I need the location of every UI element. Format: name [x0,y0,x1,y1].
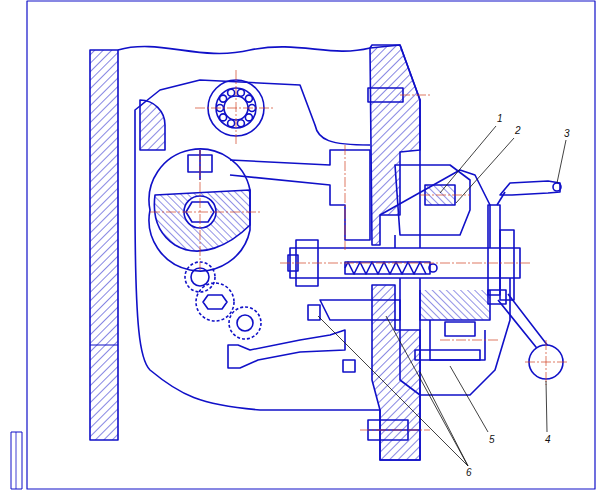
housing-wall [370,45,420,245]
gear [196,283,234,321]
housing-wall [372,285,420,460]
callout-number: 6 [466,467,472,478]
gear [229,307,261,339]
bearing-ball [220,114,227,121]
callout-number: 3 [564,128,570,139]
callout-number: 2 [515,125,521,136]
bearing-ball [245,95,252,102]
bearing-ball [228,120,235,127]
cam-lever [230,150,370,240]
callout-number: 4 [545,434,551,445]
callout-number: 5 [489,434,495,445]
bearing-ball [245,114,252,121]
spring [345,262,426,274]
cam [149,149,250,271]
bolt [368,88,403,102]
base-plate [90,50,118,440]
bearing-ball [228,89,235,96]
lever [498,294,548,352]
bearing-ball [237,120,244,127]
title-strip [11,432,22,489]
shaft-section [140,100,165,150]
bearing-ball [220,95,227,102]
handle [500,181,560,195]
sheet-frame [27,1,595,489]
lower-lever [228,330,345,368]
flange [488,205,500,295]
bushing [320,300,400,320]
callout-number: 1 [497,113,503,124]
bearing-ball [237,89,244,96]
